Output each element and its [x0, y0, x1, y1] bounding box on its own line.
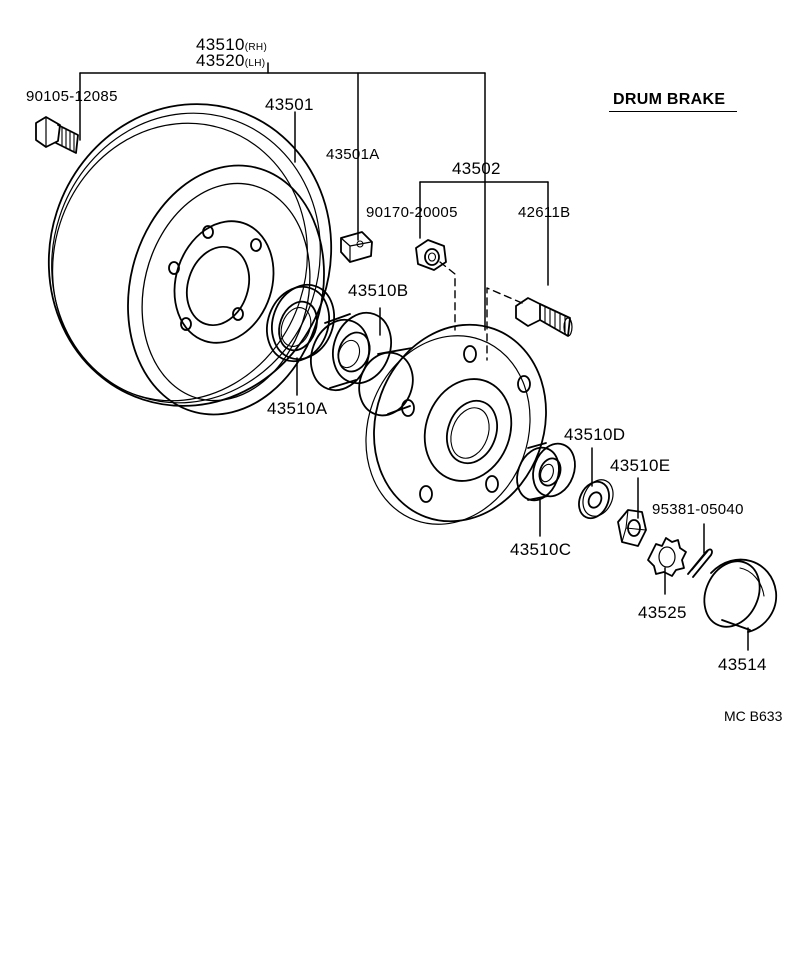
part-label-plug: 43501A — [326, 146, 380, 163]
nut-lock-cap — [647, 537, 687, 577]
part-label-nut: 90170-20005 — [366, 204, 458, 221]
part-label-grease-cap: 43514 — [718, 655, 767, 674]
part-label-oil-seal: 43510A — [267, 399, 328, 418]
part-label-bearing-nut: 43510E — [610, 456, 671, 475]
part-label-lock-cap: 43525 — [638, 603, 687, 622]
part-label-inner-bearing: 43510B — [348, 281, 409, 300]
wheel-stud — [515, 297, 573, 337]
leader-lines — [79, 62, 749, 651]
part-label-stud: 42611B — [518, 204, 571, 221]
part-label-bolt: 90105-12085 — [26, 88, 118, 105]
hub-bolt — [35, 116, 79, 154]
wheel-hub — [358, 323, 547, 525]
assembly-suffix-lh: (LH) — [244, 58, 266, 69]
thrust-washer — [578, 479, 614, 520]
part-label-outer-bearing: 43510C — [510, 540, 572, 559]
drum-brake-title: DRUM BRAKE — [613, 91, 726, 108]
assembly-number-lh: 43520 — [196, 51, 245, 70]
hex-nut — [415, 239, 447, 271]
assembly-suffix-rh: (RH) — [244, 42, 268, 53]
assembly-label-rh: 43510(RH) — [196, 36, 267, 53]
assembly-label-lh: 43520(LH) — [196, 52, 265, 69]
assembly-number-rh: 43510 — [196, 35, 245, 54]
inner-bearing — [310, 311, 392, 392]
figure-reference: MC B633 — [724, 708, 783, 724]
drum-hole-plug — [340, 231, 373, 263]
part-label-drum: 43501 — [265, 95, 314, 114]
title-underline — [609, 111, 737, 112]
brake-drum — [47, 103, 333, 416]
grease-cap — [703, 558, 777, 633]
part-label-thrust-washer: 43510D — [564, 425, 626, 444]
outer-bearing — [516, 442, 576, 502]
cotter-pin — [687, 548, 713, 578]
bearing-lock-nut — [617, 509, 647, 547]
part-label-hub: 43502 — [452, 159, 501, 178]
part-label-cotter-pin: 95381-05040 — [652, 501, 744, 518]
oil-seal — [266, 283, 335, 363]
dashed-guides — [439, 261, 523, 361]
